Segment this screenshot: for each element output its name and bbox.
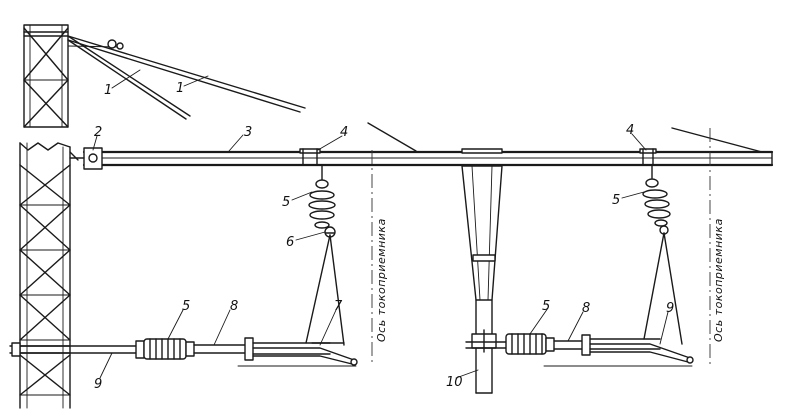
label-5-left-vertical: 5: [282, 195, 290, 210]
right-tube-assembly: [465, 232, 694, 367]
pantograph-axes: [371, 128, 711, 366]
upper-truss-tower: [23, 24, 69, 128]
stays: [67, 35, 306, 120]
central-strut: [461, 165, 503, 394]
label-5-left-horizontal: 5: [182, 299, 190, 314]
label-9-right: 9: [666, 301, 674, 316]
label-4-right: 4: [626, 123, 634, 138]
label-2: 2: [94, 125, 102, 140]
insulator-right-vertical: [642, 164, 671, 235]
axis-label-right: Ось токоприемника: [712, 218, 725, 342]
bracket-tube: [69, 122, 774, 170]
insulator-left-vertical: [308, 164, 336, 238]
label-8-right: 8: [582, 301, 590, 316]
label-6: 6: [286, 235, 294, 250]
label-3: 3: [244, 125, 252, 140]
axis-label-left: Ось токоприемника: [375, 218, 388, 342]
label-8-left: 8: [230, 299, 238, 314]
label-10: 10: [446, 375, 463, 390]
label-5-right-horizontal: 5: [542, 299, 550, 314]
labels: 1 1 2 3 4 4 5 5 5 5 6 7 8 8 9 9 10 Ось т…: [94, 81, 725, 392]
leader-lines: [92, 69, 669, 379]
label-1-left: 1: [104, 83, 112, 98]
label-4-left: 4: [340, 125, 348, 140]
label-5-right-vertical: 5: [612, 193, 620, 208]
label-7: 7: [334, 299, 343, 314]
label-9-left: 9: [94, 377, 102, 392]
left-tube-assembly: [9, 234, 358, 367]
lower-truss-tower: [19, 142, 71, 409]
label-1-right: 1: [176, 81, 184, 96]
